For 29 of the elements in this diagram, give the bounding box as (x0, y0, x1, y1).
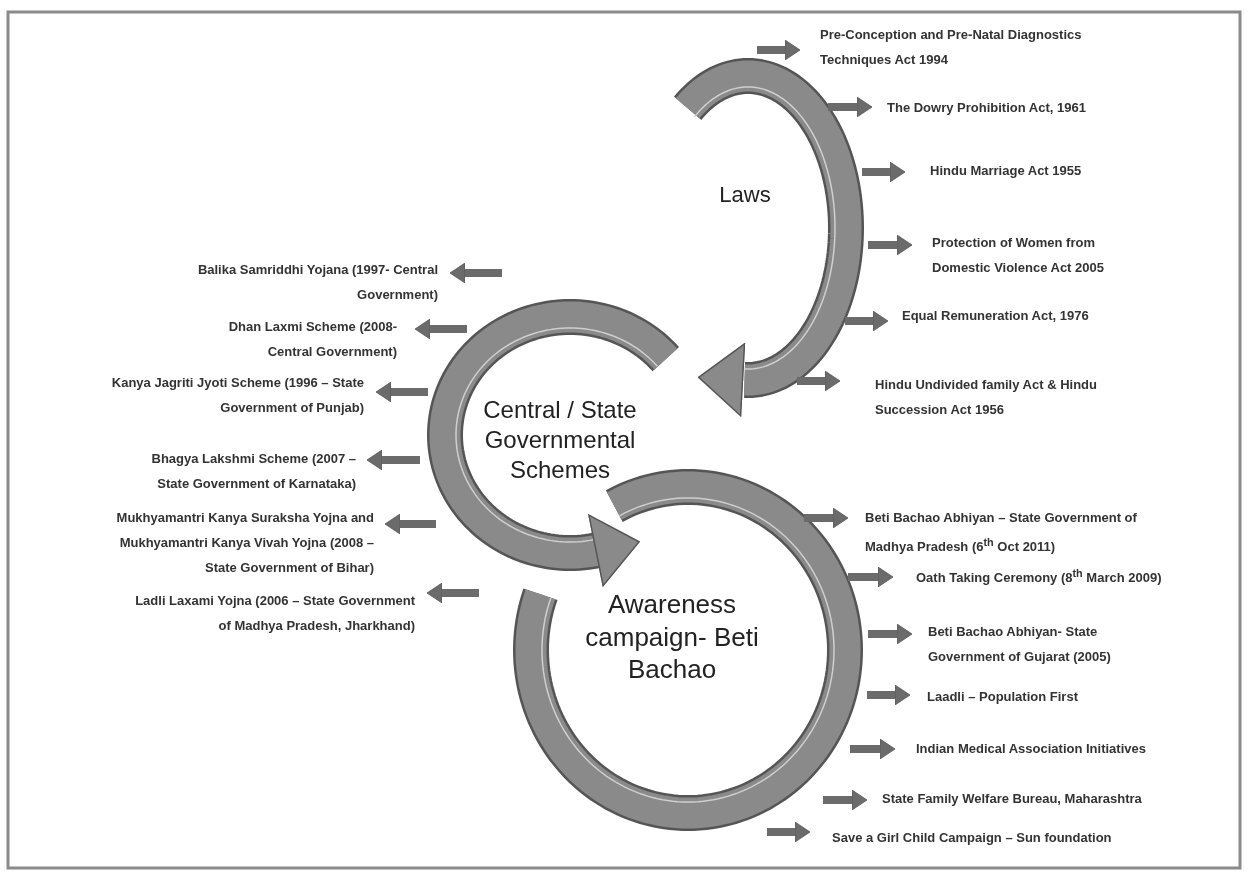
item-text: Pre-Conception and Pre-Natal Diagnostics Techniques Act 1994 (820, 26, 1083, 69)
block-arrow (845, 310, 889, 332)
item-text: Indian Medical Association Initiatives (916, 740, 1147, 758)
block-arrow (804, 507, 849, 529)
item-text: Save a Girl Child Campaign – Sun foundation (832, 829, 1113, 847)
block-arrow (848, 566, 894, 588)
item-text: Beti Bachao Abhiyan- State Government of Gujarat (2005) (928, 623, 1112, 666)
item-text: Protection of Women from Domestic Violence Act 2005 (932, 234, 1105, 277)
item-text: Bhagya Lakshmi Scheme (2007 – State Government of Karnataka) (150, 450, 356, 493)
item-text: Balika Samriddhi Yojana (1997- Central Government) (196, 261, 438, 304)
item-text: Hindu Undivided family Act & Hindu Succession Act 1956 (875, 376, 1098, 419)
item-text: Mukhyamantri Kanya Suraksha Yojna and Mukhyamantri Kanya Vivah Yojna (2008 – State Government of Bihar) (115, 509, 374, 577)
ring-label: Laws (718, 181, 772, 209)
curved-arrow-head (697, 343, 746, 417)
item-text: The Dowry Prohibition Act, 1961 (887, 99, 1087, 117)
item-text: Kanya Jagriti Jyoti Scheme (1996 – State Government of Punjab) (110, 374, 364, 417)
ring-label: Awareness campaign- Beti Bachao (584, 588, 760, 686)
item-text: Oath Taking Ceremony (8$^{th}$ March 2009) (916, 566, 1163, 588)
item-text: Dhan Laxmi Scheme (2008- Central Government) (227, 318, 397, 361)
curved-arrow-head (588, 514, 641, 587)
item-text: Laadli – Population First (927, 688, 1079, 706)
item-text: Beti Bachao Abhiyan – State Government of Madhya Pradesh (6$^{th}$ Oct 2011) (865, 509, 1138, 557)
item-text: Ladli Laxami Yojna (2006 – State Government of Madhya Pradesh, Jharkhand) (134, 592, 415, 635)
item-text: Equal Remuneration Act, 1976 (902, 307, 1090, 325)
item-text: Hindu Marriage Act 1955 (930, 162, 1083, 180)
block-arrow (828, 96, 873, 118)
block-arrow (797, 370, 841, 392)
item-text: State Family Welfare Bureau, Maharashtra (882, 790, 1143, 808)
ring-label: Central / State Governmental Schemes (482, 395, 638, 485)
